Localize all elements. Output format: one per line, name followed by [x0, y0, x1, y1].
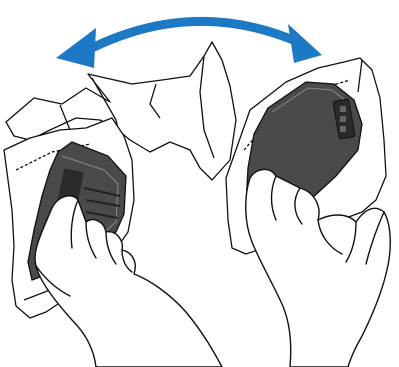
double-arrow-icon	[56, 21, 322, 68]
